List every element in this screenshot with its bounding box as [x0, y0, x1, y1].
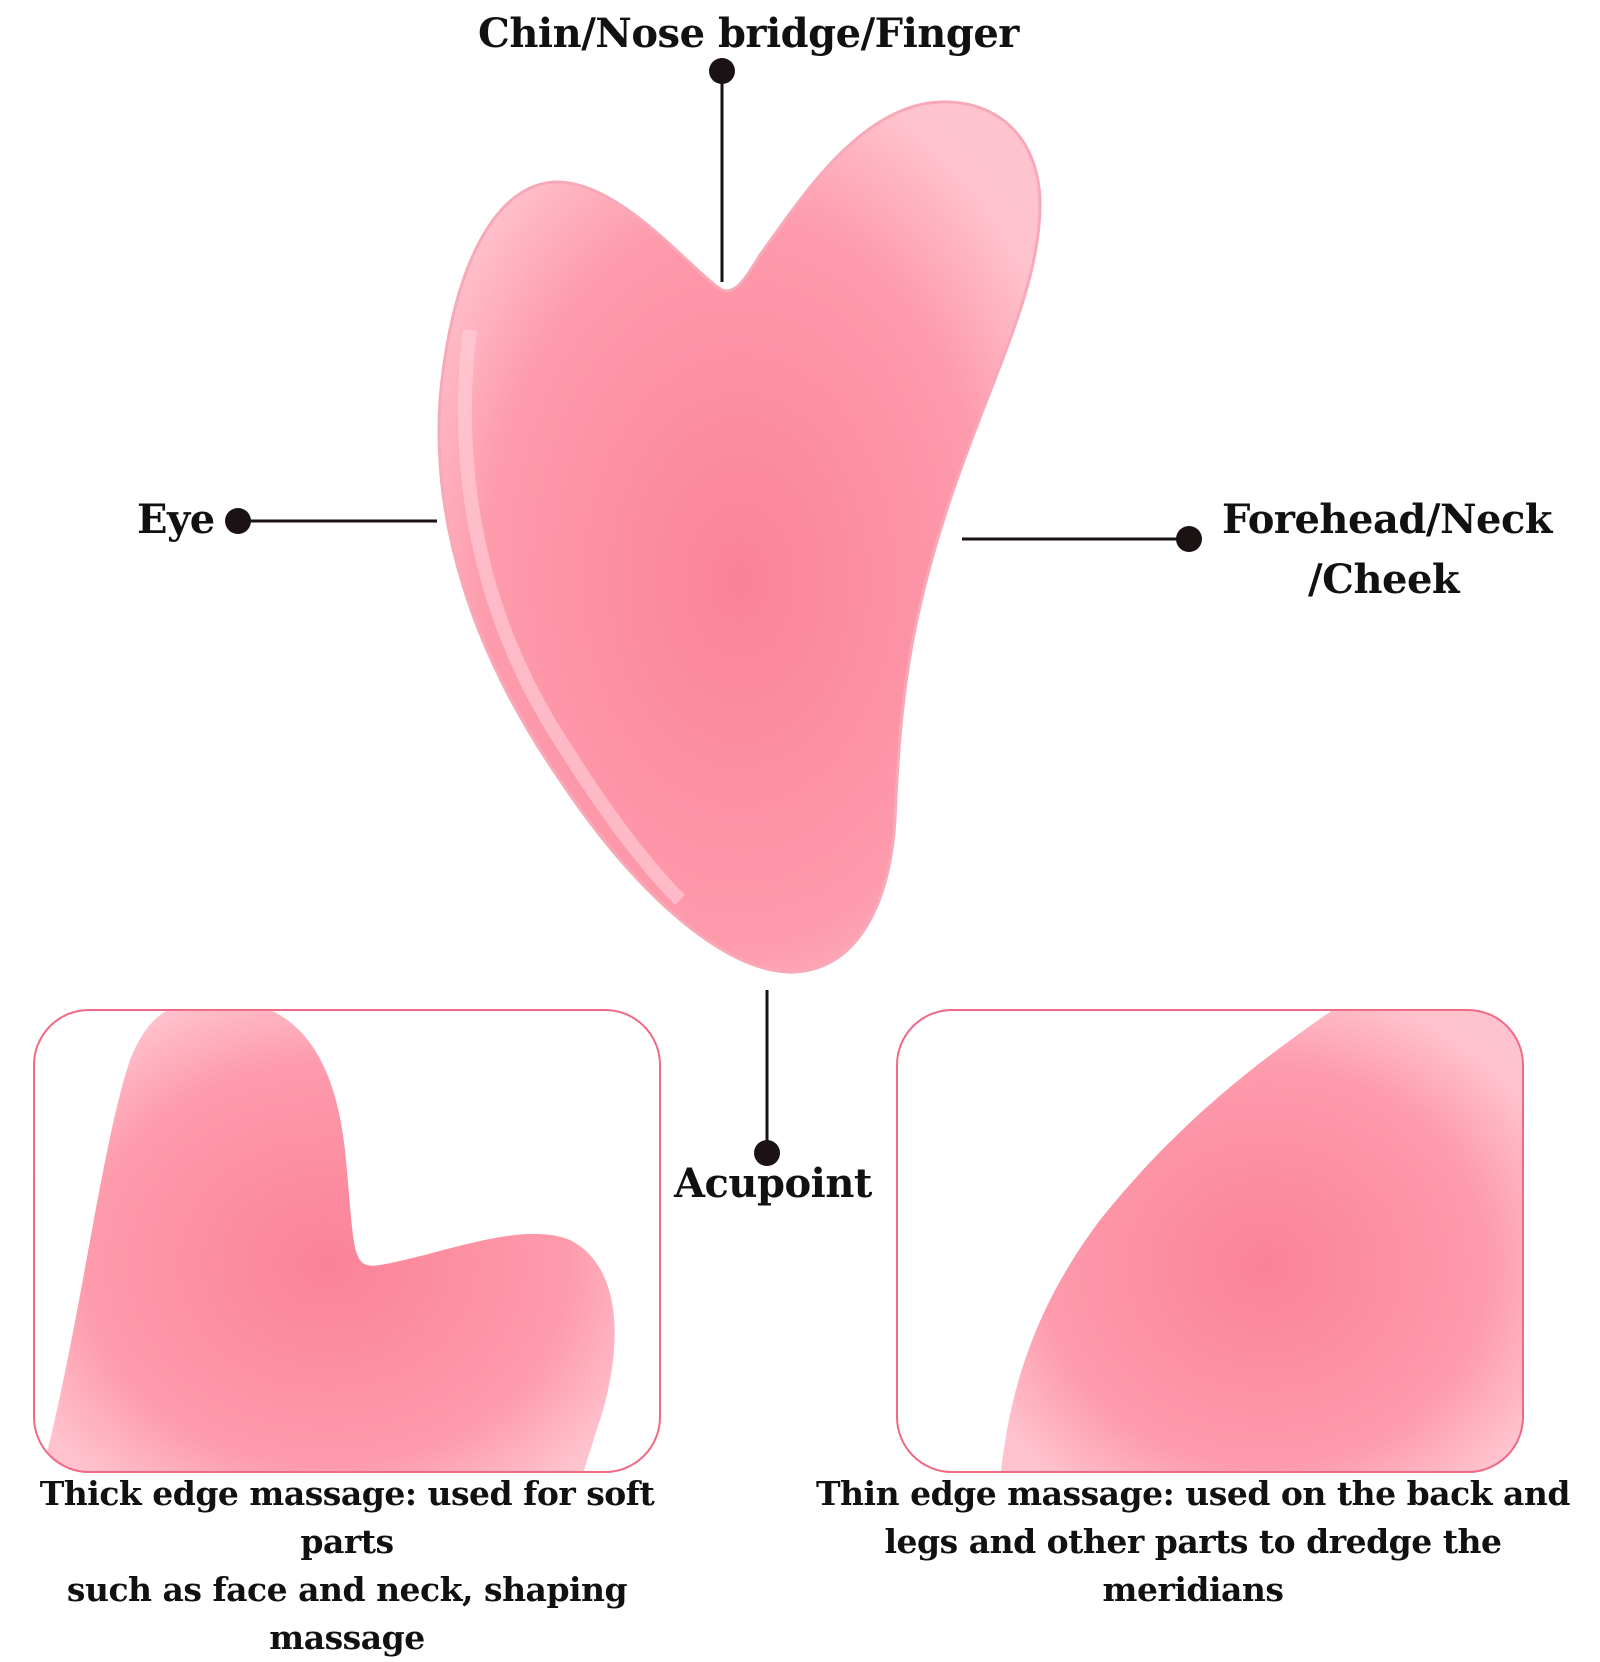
- label-acupoint: Acupoint: [674, 1160, 872, 1207]
- gua-sha-diagram: [33, 58, 1524, 1473]
- gua-sha-stone: [437, 100, 1042, 974]
- label-forehead-neck: Forehead/Neck: [1222, 496, 1553, 543]
- leader-bottom: [754, 990, 780, 1166]
- caption-thin-line1: Thin edge massage: used on the back and: [816, 1474, 1570, 1513]
- caption-thin-line2: legs and other parts to dredge the merid…: [884, 1522, 1502, 1609]
- label-cheek: /Cheek: [1308, 556, 1460, 603]
- caption-thick-line2: such as face and neck, shaping massage: [66, 1570, 628, 1657]
- leader-left: [225, 508, 437, 534]
- leader-top: [709, 58, 735, 282]
- label-eye: Eye: [137, 496, 215, 543]
- thick-edge-inset: [33, 1009, 661, 1473]
- leader-right: [962, 526, 1202, 552]
- caption-thin-edge: Thin edge massage: used on the back and …: [806, 1470, 1580, 1614]
- thin-edge-inset: [896, 1009, 1524, 1473]
- caption-thick-edge: Thick edge massage: used for soft parts …: [0, 1470, 694, 1662]
- stone-highlight: [457, 329, 685, 905]
- label-chin-nose-finger: Chin/Nose bridge/Finger: [478, 10, 1019, 57]
- caption-thick-line1: Thick edge massage: used for soft parts: [39, 1474, 655, 1561]
